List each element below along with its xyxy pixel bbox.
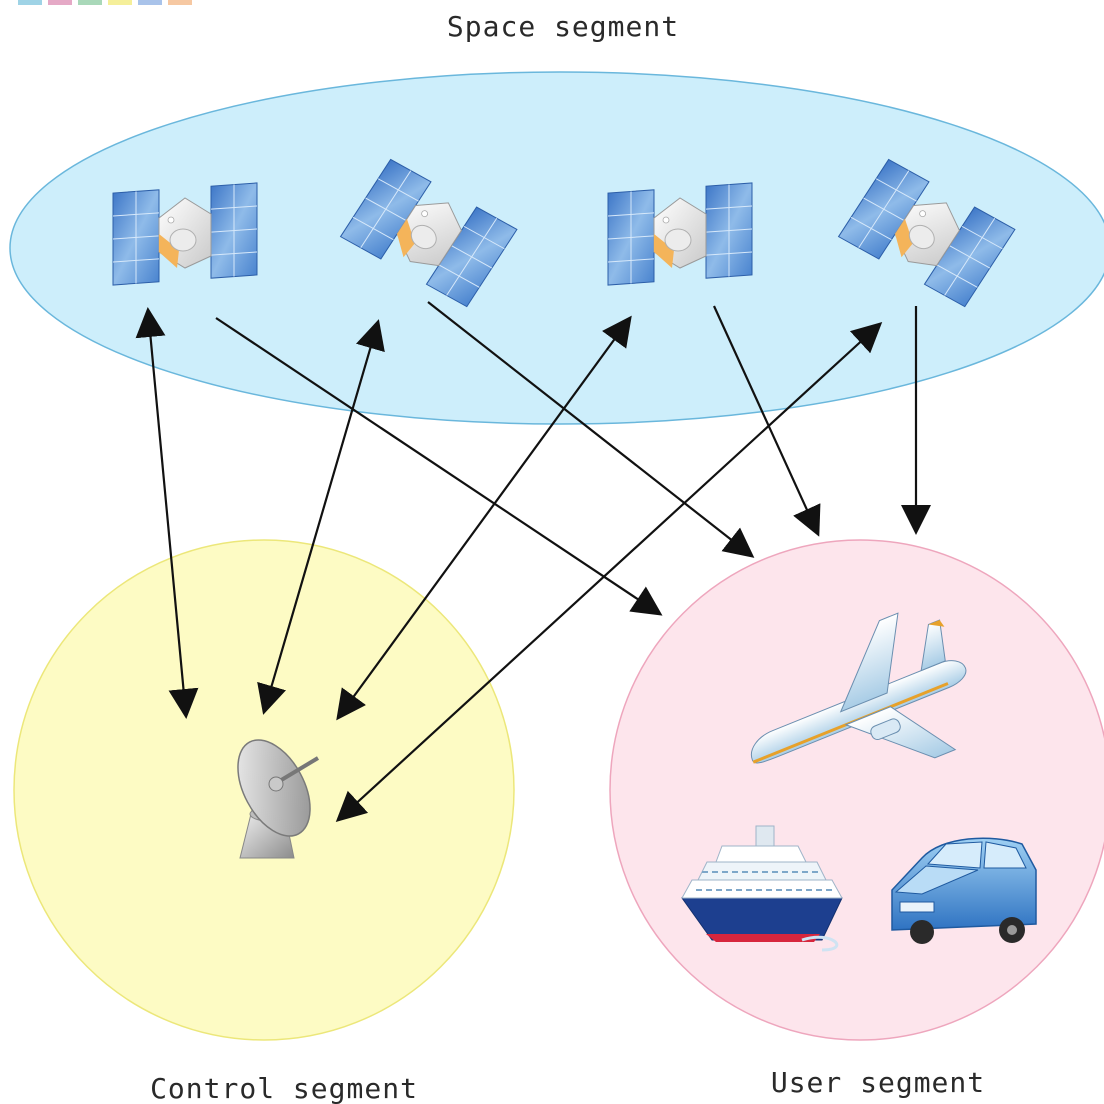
ship-icon [681, 825, 843, 952]
legend-swatch [48, 0, 72, 5]
legend-swatch [138, 0, 162, 5]
legend-swatches [18, 0, 192, 5]
legend-swatch [108, 0, 132, 5]
link-sat1-user [215, 317, 663, 616]
user-segment-area [609, 539, 1104, 1041]
link-sat2-user [427, 301, 755, 558]
car-icon [891, 837, 1037, 944]
link-sat1-ground [135, 307, 199, 719]
legend-swatch [168, 0, 192, 5]
space-segment-label: Space segment [447, 10, 679, 43]
control-segment-label: Control segment [150, 1072, 418, 1104]
satellite-dish-icon [237, 739, 320, 859]
legend-swatch [18, 0, 42, 5]
user-segment-label: User segment [771, 1066, 985, 1099]
legend-swatch [78, 0, 102, 5]
control-links [135, 307, 883, 823]
user-links [215, 301, 931, 616]
link-sat4-ground [335, 321, 883, 823]
link-sat3-user [712, 305, 821, 537]
